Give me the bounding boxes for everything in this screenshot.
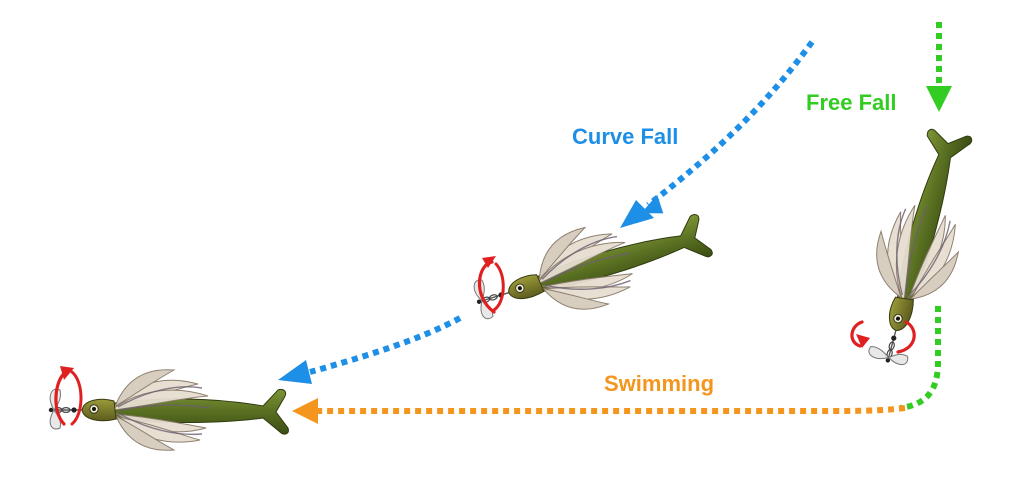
free-fall-path (926, 22, 952, 112)
free-fall-blade-ring (850, 320, 916, 354)
curve-fall-path-upper (620, 40, 815, 228)
free-fall-lure (847, 119, 989, 374)
curve-fall-label: Curve Fall (572, 124, 679, 149)
swimming-blade-ring (54, 366, 83, 426)
curve-fall-lure (464, 193, 719, 342)
swimming-lure (48, 369, 290, 451)
transition-path (899, 306, 941, 411)
swimming-path (292, 398, 906, 424)
swimming-label: Swimming (604, 371, 715, 396)
free-fall-label: Free Fall (806, 90, 897, 115)
curve-fall-blade-ring (477, 256, 505, 314)
curve-fall-path-lower (278, 315, 462, 384)
